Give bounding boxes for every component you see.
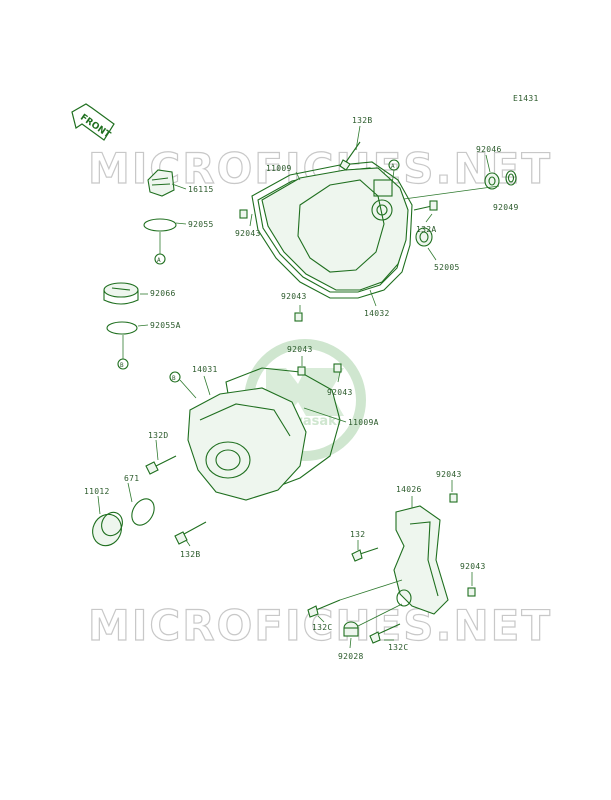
front-arrow-icon: FRONT [71,103,115,141]
bolt-132c-a [307,599,341,618]
seal-52005 [415,227,433,247]
bolt-132a [413,200,438,211]
dowel-92043-e [449,493,458,503]
label-14026: 14026 [396,485,422,494]
dowel-92043-f [467,587,476,597]
label-11012: 11012 [84,487,110,496]
oring-92055a [106,321,138,335]
cap-11012 [92,511,123,547]
label-132d: 132D [148,431,168,440]
label-132: 132 [350,530,365,539]
label-92043-b: 92043 [281,292,307,301]
label-132c-a: 132C [312,623,332,632]
label-11009a: 11009A [348,418,379,427]
bracket-14026 [393,505,449,615]
bolt-132b-top [339,141,361,171]
label-92043-a: 92043 [235,229,261,238]
svg-text:A: A [391,163,395,170]
label-92046: 92046 [476,145,502,154]
gasket-11009 [251,161,413,299]
label-132b-top: 132B [352,116,372,125]
dowel-92043-b [294,312,303,322]
label-92055: 92055 [188,220,214,229]
plug-92066 [103,282,139,305]
label-92043-d: 92043 [327,388,353,397]
label-92049: 92049 [493,203,519,212]
ring-92049 [505,170,517,186]
label-132c-b: 132C [388,643,408,652]
part-labels: 132B 92046 11009 16115 92055 92043 132A … [84,116,519,661]
svg-text:B: B [120,362,124,369]
cover-14032 [261,167,409,291]
label-52005: 52005 [434,263,460,272]
dowel-92043-a [239,209,248,219]
oring-671 [131,498,155,526]
svg-text:B: B [172,375,176,382]
label-132b-bottom: 132B [180,550,200,559]
label-16115: 16115 [188,185,214,194]
label-14031: 14031 [192,365,218,374]
oring-92055 [143,218,177,232]
callout-a-cover: A [388,159,400,186]
callout-b-left: B [117,335,129,370]
diagram-id: E1431 [513,94,539,103]
label-11009: 11009 [266,164,292,173]
bolt-132 [351,547,379,562]
label-92043-f: 92043 [460,562,486,571]
svg-text:A: A [157,257,161,264]
bolt-132b-bottom [174,521,207,545]
bolt-132d [145,455,177,475]
dowel-92043-d [333,363,342,373]
seal-92046 [484,172,500,190]
cover-14031 [187,387,307,501]
callout-a-left: A [154,232,166,265]
label-92028: 92028 [338,652,364,661]
label-132a: 132A [416,225,436,234]
filler-cap-16115 [147,169,175,197]
label-92055a: 92055A [150,321,181,330]
bolt-132c-b [369,623,401,644]
collar-92028 [343,621,359,637]
leader-lines [97,125,500,649]
label-92066: 92066 [150,289,176,298]
label-92043-e: 92043 [436,470,462,479]
label-92043-c: 92043 [287,345,313,354]
dowel-92043-c [297,366,306,376]
label-671: 671 [124,474,139,483]
callout-b-cover: B [169,371,197,399]
label-14032: 14032 [364,309,390,318]
